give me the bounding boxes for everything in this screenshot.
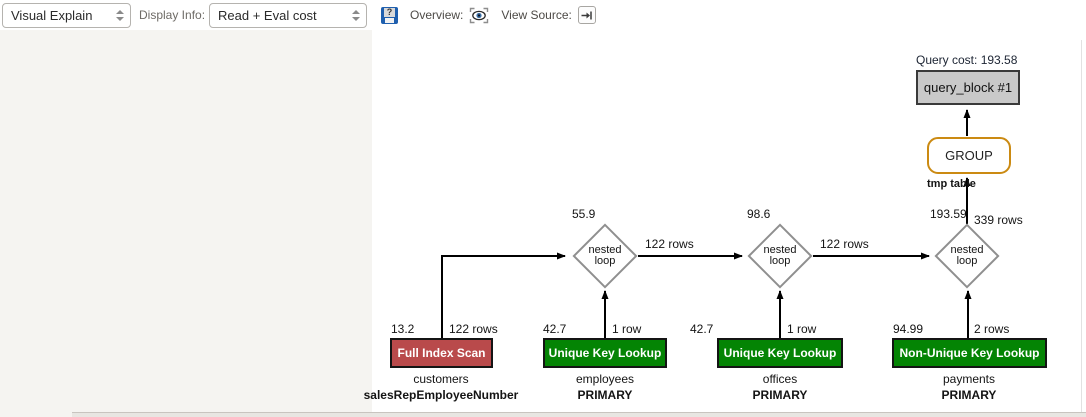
table-caption-3: payments PRIMARY (859, 372, 1079, 402)
table-rows-0: 122 rows (449, 322, 498, 336)
table-name-0: customers (413, 372, 469, 386)
save-explain-help-icon[interactable]: ? (381, 6, 399, 24)
query-cost-label: Query cost: 193.58 (916, 53, 1018, 67)
group-node[interactable]: GROUP (927, 137, 1011, 174)
spinner-icon (116, 9, 124, 21)
access-type-3: Non-Unique Key Lookup (899, 346, 1040, 360)
view-source-button[interactable] (577, 6, 596, 24)
access-box-0[interactable]: Full Index Scan (390, 338, 493, 368)
side-panel (0, 30, 372, 417)
query-block-node[interactable]: query_block #1 (916, 70, 1020, 105)
overview-eye-icon[interactable] (469, 7, 489, 24)
table-name-2: offices (762, 372, 798, 386)
view-source-icon (581, 11, 593, 19)
table-key-3: PRIMARY (941, 388, 997, 402)
access-type-1: Unique Key Lookup (548, 346, 662, 360)
table-cost-1: 42.7 (543, 322, 567, 336)
toolbar: Visual Explain Display Info: Read + Eval… (0, 0, 1086, 30)
explain-mode-value: Visual Explain (11, 7, 93, 23)
spinner-icon (352, 9, 361, 21)
join-rows-label-1: 122 rows (645, 237, 694, 251)
table-cost-2: 42.7 (690, 322, 714, 336)
horizontal-scrollbar[interactable] (72, 412, 1086, 417)
access-type-0: Full Index Scan (397, 346, 486, 360)
nested-loop-cost-2: 98.6 (747, 207, 771, 221)
display-info-select[interactable]: Read + Eval cost (209, 2, 368, 28)
access-box-1[interactable]: Unique Key Lookup (543, 338, 667, 368)
table-caption-1: employees PRIMARY (495, 372, 715, 402)
question-mark-icon: ? (384, 7, 396, 17)
display-info-value: Read + Eval cost (218, 7, 317, 23)
view-source-label: View Source: (501, 8, 572, 22)
overview-label: Overview: (410, 8, 464, 22)
floppy-label-strip (385, 17, 395, 23)
nested-loop-cost-1: 55.9 (572, 207, 596, 221)
table-caption-0: customers salesRepEmployeeNumber (331, 372, 551, 402)
table-cost-0: 13.2 (391, 322, 415, 336)
table-rows-2: 1 row (787, 322, 817, 336)
access-box-2[interactable]: Unique Key Lookup (717, 338, 843, 368)
table-caption-2: offices PRIMARY (670, 372, 890, 402)
access-box-3[interactable]: Non-Unique Key Lookup (892, 338, 1047, 368)
nested-loop-cost-3: 193.59 (930, 207, 967, 221)
table-key-0: salesRepEmployeeNumber (363, 388, 519, 402)
display-info-label: Display Info: (139, 8, 206, 22)
table-rows-1: 1 row (612, 322, 642, 336)
explain-mode-select[interactable]: Visual Explain (2, 2, 131, 28)
table-cost-3: 94.99 (893, 322, 924, 336)
tmp-table-label: tmp table (927, 178, 976, 190)
table-key-1: PRIMARY (577, 388, 633, 402)
table-key-2: PRIMARY (752, 388, 808, 402)
vertical-scroll-track[interactable] (1081, 40, 1082, 412)
table-name-1: employees (575, 372, 635, 386)
join-rows-label-2: 122 rows (820, 237, 869, 251)
nested-loop-outrows-3: 339 rows (974, 213, 1023, 227)
query-block-label: query_block #1 (923, 80, 1013, 95)
table-name-3: payments (942, 372, 996, 386)
group-label: GROUP (945, 148, 993, 163)
access-type-2: Unique Key Lookup (723, 346, 837, 360)
table-rows-3: 2 rows (974, 322, 1010, 336)
